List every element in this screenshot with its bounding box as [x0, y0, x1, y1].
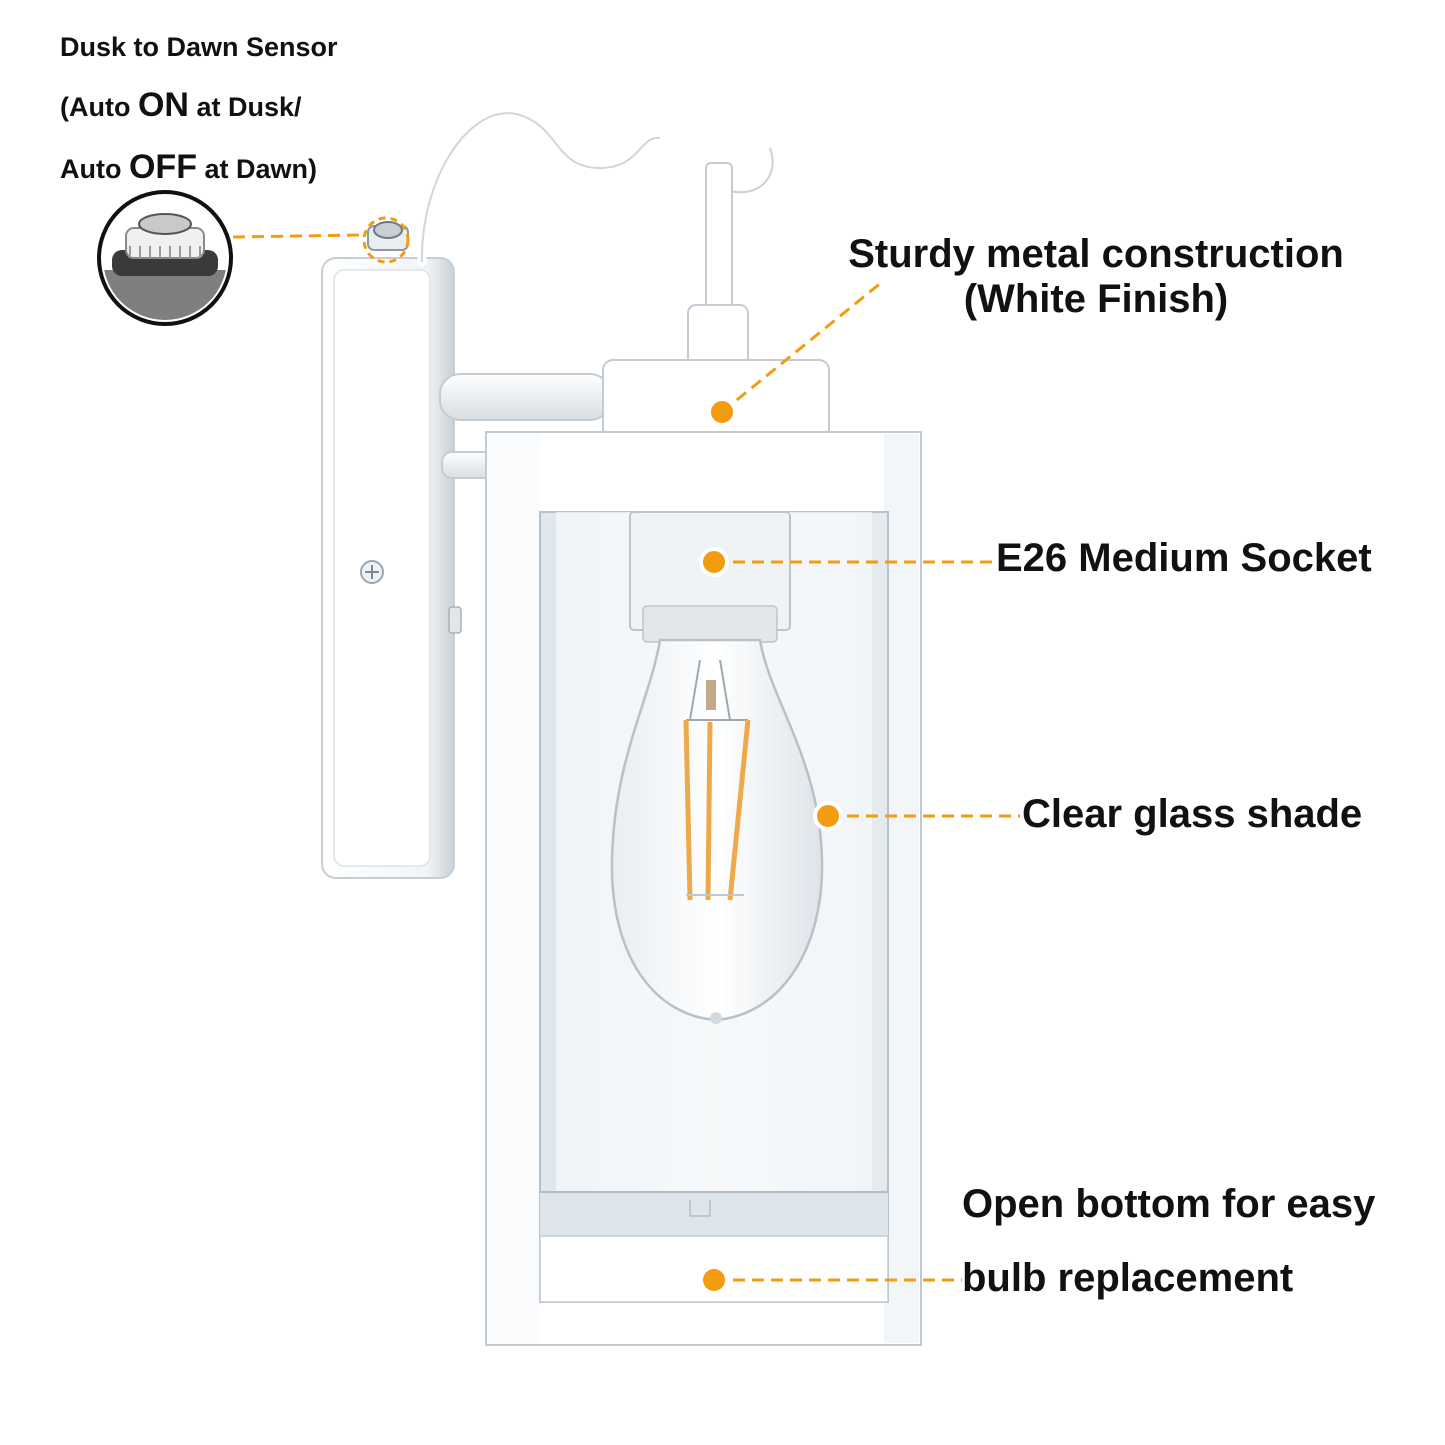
top-hook-wire — [417, 108, 778, 366]
construction-dot — [707, 397, 737, 427]
sensor-off-prefix: Auto — [60, 154, 129, 184]
edison-bulb — [610, 638, 824, 1024]
construction-label-line1: Sturdy metal construction — [848, 232, 1344, 276]
sensor-on-prefix: (Auto — [60, 92, 138, 122]
sensor-zoom-circle — [97, 190, 233, 326]
sensor-line-on: (Auto ON at Dusk/ — [60, 86, 302, 125]
wall-back-plate — [321, 257, 462, 879]
sensor-off-emph: OFF — [128, 148, 197, 186]
socket-label: E26 Medium Socket — [996, 536, 1372, 580]
construction-label: Sturdy metal construction (White Finish) — [826, 232, 1366, 322]
bottom-label-line1: Open bottom for easy — [962, 1182, 1376, 1226]
sensor-on-suffix: at Dusk/ — [188, 92, 302, 122]
sensor-title: Dusk to Dawn Sensor — [60, 32, 338, 63]
sensor-line-off: Auto OFF at Dawn) — [60, 148, 317, 187]
bottom-dot — [699, 1265, 729, 1295]
socket-dot — [699, 547, 729, 577]
sensor-off-suffix: at Dawn) — [196, 154, 317, 184]
glass-label: Clear glass shade — [1022, 792, 1363, 836]
sensor-title-text: Dusk to Dawn Sensor — [60, 32, 338, 62]
construction-label-line2: (White Finish) — [963, 277, 1229, 321]
sensor-on-emph: ON — [137, 86, 189, 124]
glass-dot — [813, 801, 843, 831]
callout-dots — [699, 397, 843, 1295]
callout-lines — [232, 233, 1020, 1282]
sensor-highlight-ring — [362, 216, 410, 264]
bulb-socket — [629, 511, 791, 643]
bottom-label-line2: bulb replacement — [962, 1256, 1294, 1300]
